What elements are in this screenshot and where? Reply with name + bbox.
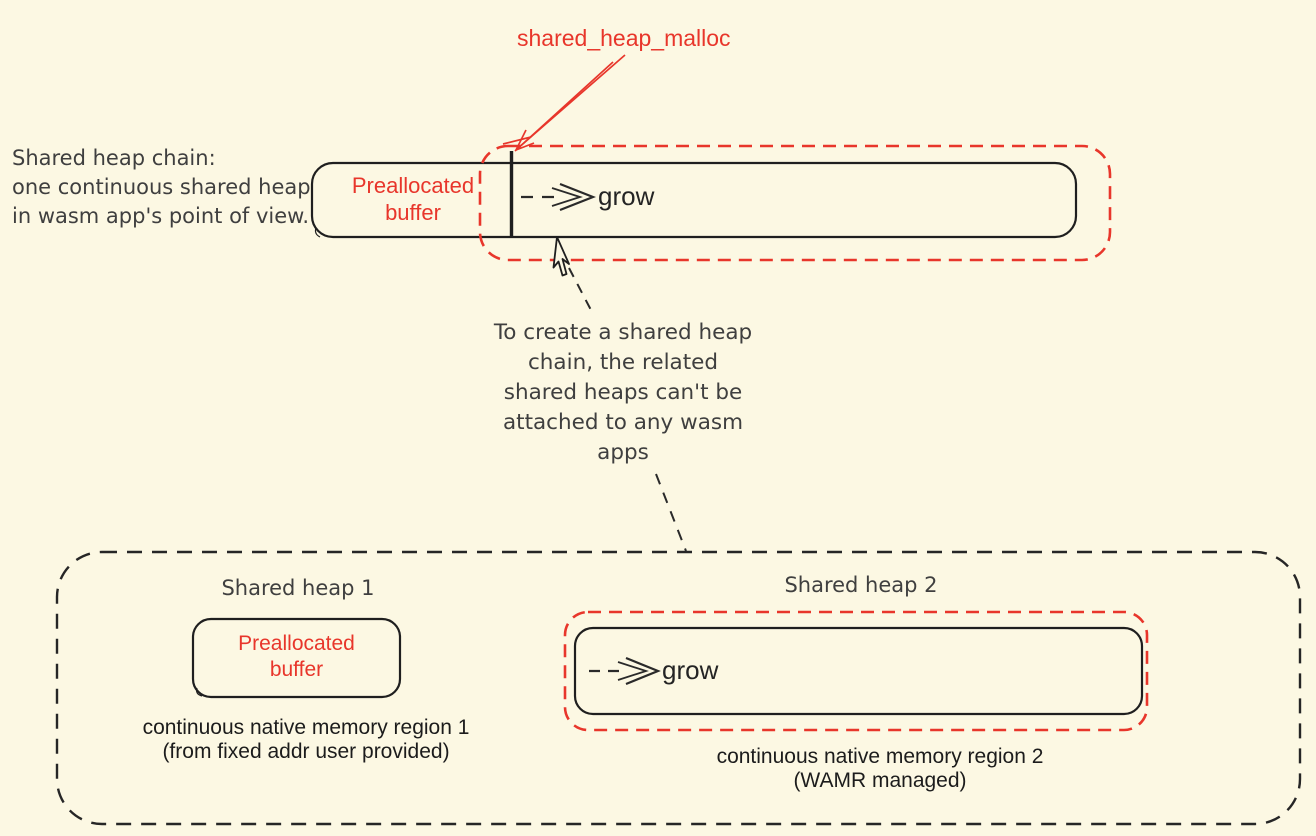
chain-creation-note-line1: To create a shared heap (493, 320, 753, 345)
heap-chain-note: Shared heap chain: one continuous shared… (12, 144, 311, 231)
heap-chain-note-line3: in wasm app's point of view. (12, 204, 310, 228)
leader-line-bottom (655, 473, 687, 552)
grow-arrow-chevron-bottom-inner (617, 661, 649, 681)
memory-region2-caption: continuous native memory region 2 (WAMR … (680, 745, 1080, 792)
preallocated-buffer-label-top: Preallocated buffer (318, 172, 508, 226)
sketch-stroke (195, 687, 203, 697)
preallocated-buffer-top-line1: Preallocated (351, 173, 475, 198)
malloc-annotation-arrow (502, 54, 626, 152)
shared-heap2-dashed-region (563, 610, 1149, 732)
chain-creation-note-line3: shared heaps can't be (503, 380, 743, 405)
leader-line-top (568, 267, 593, 313)
heap-chain-note-line1: Shared heap chain: (12, 146, 216, 170)
preallocated-buffer-bottom-line2: buffer (269, 658, 324, 681)
shared-heap2-title: Shared heap 2 (784, 573, 938, 597)
memory-region2-caption-line2: (WAMR managed) (793, 768, 967, 792)
malloc-function-label: shared_heap_malloc (517, 25, 731, 51)
shared-heap1-title: Shared heap 1 (221, 576, 375, 600)
shared-heap1-box (191, 617, 402, 699)
memory-region1-caption-line1: continuous native memory region 1 (142, 716, 470, 739)
grow-label-bottom: grow (662, 655, 719, 685)
grow-label-top: grow (598, 181, 655, 211)
heap-chain-note-line2: one continuous shared heap (12, 175, 311, 199)
unattached-heaps-container (55, 550, 1302, 826)
chain-creation-note: To create a shared heap chain, the relat… (468, 318, 778, 468)
memory-region1-caption: continuous native memory region 1 (from … (106, 716, 506, 763)
cursor-icon (552, 236, 570, 277)
memory-region1-caption-line2: (from fixed addr user provided) (162, 739, 450, 763)
grow-arrow-chevron-top (559, 182, 597, 212)
sketch-stroke (314, 227, 321, 238)
chain-creation-note-line2: chain, the related (527, 350, 719, 375)
preallocated-buffer-label-bottom: Preallocated buffer (196, 631, 397, 683)
chain-creation-note-line4: attached to any wasm (502, 410, 744, 435)
grow-arrow-chevron-bottom (625, 656, 661, 686)
shared-heap-chain-box (310, 161, 1078, 239)
shared-heap2-box (573, 626, 1144, 716)
grow-arrow-chevron-top-inner (551, 187, 583, 207)
preallocated-buffer-top-line2: buffer (385, 200, 441, 225)
memory-region2-caption-line1: continuous native memory region 2 (716, 745, 1044, 768)
chain-creation-note-line5: apps (597, 440, 649, 465)
shared-heap-chain-dashed-region (478, 144, 1112, 262)
preallocated-buffer-bottom-line1: Preallocated (238, 632, 355, 655)
